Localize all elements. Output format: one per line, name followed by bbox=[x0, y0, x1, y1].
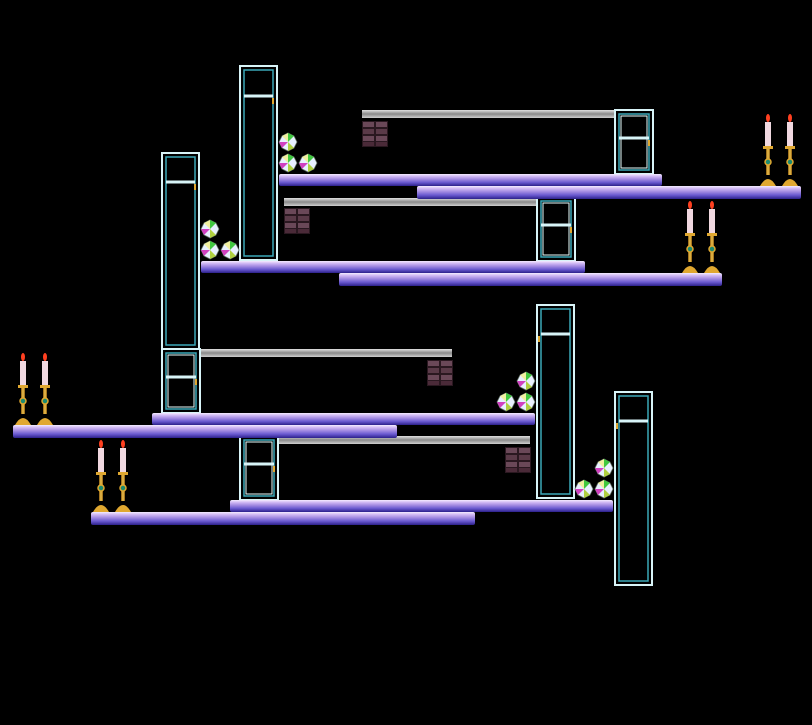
pillar-right-bottom bbox=[614, 391, 653, 586]
platform bbox=[13, 425, 397, 438]
platform bbox=[339, 273, 722, 286]
gem-stack-3[interactable] bbox=[496, 371, 536, 412]
pillar-right-middle bbox=[536, 304, 575, 499]
platform bbox=[417, 186, 801, 199]
brick-block bbox=[284, 208, 310, 234]
gem-stack-4[interactable] bbox=[574, 458, 614, 499]
brick-block bbox=[427, 360, 453, 386]
pillar-left bbox=[161, 152, 200, 350]
pillar-top-center bbox=[239, 65, 278, 261]
platform bbox=[279, 174, 662, 186]
platform bbox=[152, 413, 535, 425]
rail-3 bbox=[201, 349, 452, 357]
rail-2 bbox=[284, 198, 536, 206]
door-lower-left[interactable] bbox=[238, 434, 280, 502]
candelabra bbox=[681, 200, 721, 274]
door-mid-left[interactable] bbox=[160, 347, 202, 415]
door-top-right[interactable] bbox=[613, 108, 655, 176]
platform bbox=[201, 261, 585, 273]
candelabra bbox=[14, 352, 54, 426]
candelabra bbox=[759, 113, 799, 187]
platform bbox=[230, 500, 613, 512]
door-upper-right[interactable] bbox=[535, 195, 577, 263]
candelabra bbox=[92, 439, 132, 513]
gem-stack-2[interactable] bbox=[200, 219, 240, 260]
platform bbox=[91, 512, 475, 525]
brick-block bbox=[505, 447, 531, 473]
rail-1 bbox=[362, 110, 614, 118]
rail-4 bbox=[279, 436, 530, 444]
gem-stack-1[interactable] bbox=[278, 132, 318, 173]
brick-block bbox=[362, 121, 388, 147]
